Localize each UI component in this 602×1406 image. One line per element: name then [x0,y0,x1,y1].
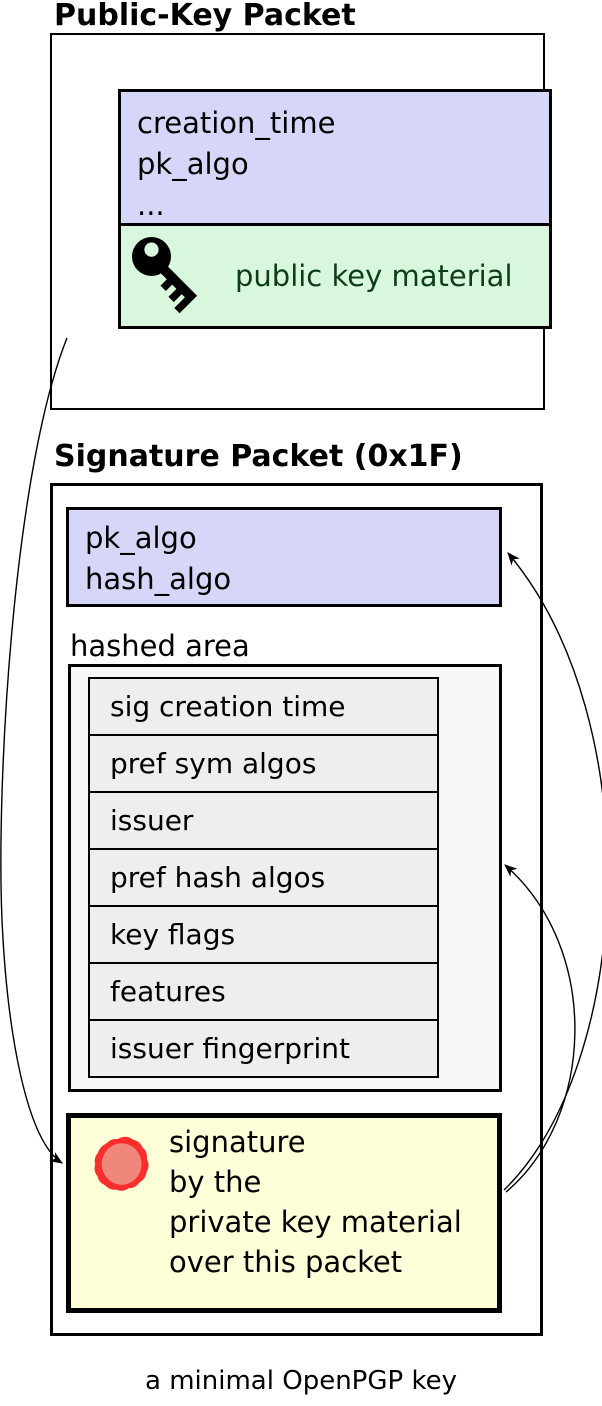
subpacket-row: sig creation time [88,677,439,736]
signature-text-line: private key material [169,1205,462,1239]
field-label: ... [137,188,165,222]
field-label: creation_time [137,106,336,140]
public-key-packet-title: Public-Key Packet [54,0,356,33]
subpacket-row: issuer [88,791,439,850]
subpacket-row: issuer fingerprint [88,1019,439,1078]
seal-icon [83,1126,161,1308]
signature-meta-fields-box: pk_algo hash_algo [66,507,502,607]
subpacket-row: key flags [88,905,439,964]
field-label: hash_algo [85,562,232,596]
subpacket-row: features [88,962,439,1021]
signature-box: signature by the private key material over … [66,1113,502,1313]
field-label: pk_algo [85,521,197,555]
subpacket-row: pref sym algos [88,734,439,793]
key-icon [129,232,213,320]
signature-packet-title: Signature Packet (0x1F) [54,439,463,474]
signature-text: signature by the private key material over … [169,1122,462,1308]
signature-text-line: signature [169,1125,306,1159]
signature-text-line: over this packet [169,1245,403,1279]
public-key-material-label: public key material [235,259,513,293]
hashed-area-label: hashed area [70,629,250,663]
diagram-caption: a minimal OpenPGP key [145,1366,457,1396]
signature-text-line: by the [169,1165,262,1199]
subpacket-row: pref hash algos [88,848,439,907]
public-key-material-section: public key material [121,226,549,326]
field-label: pk_algo [137,147,249,181]
public-key-header-fields: creation_time pk_algo... [121,92,549,226]
